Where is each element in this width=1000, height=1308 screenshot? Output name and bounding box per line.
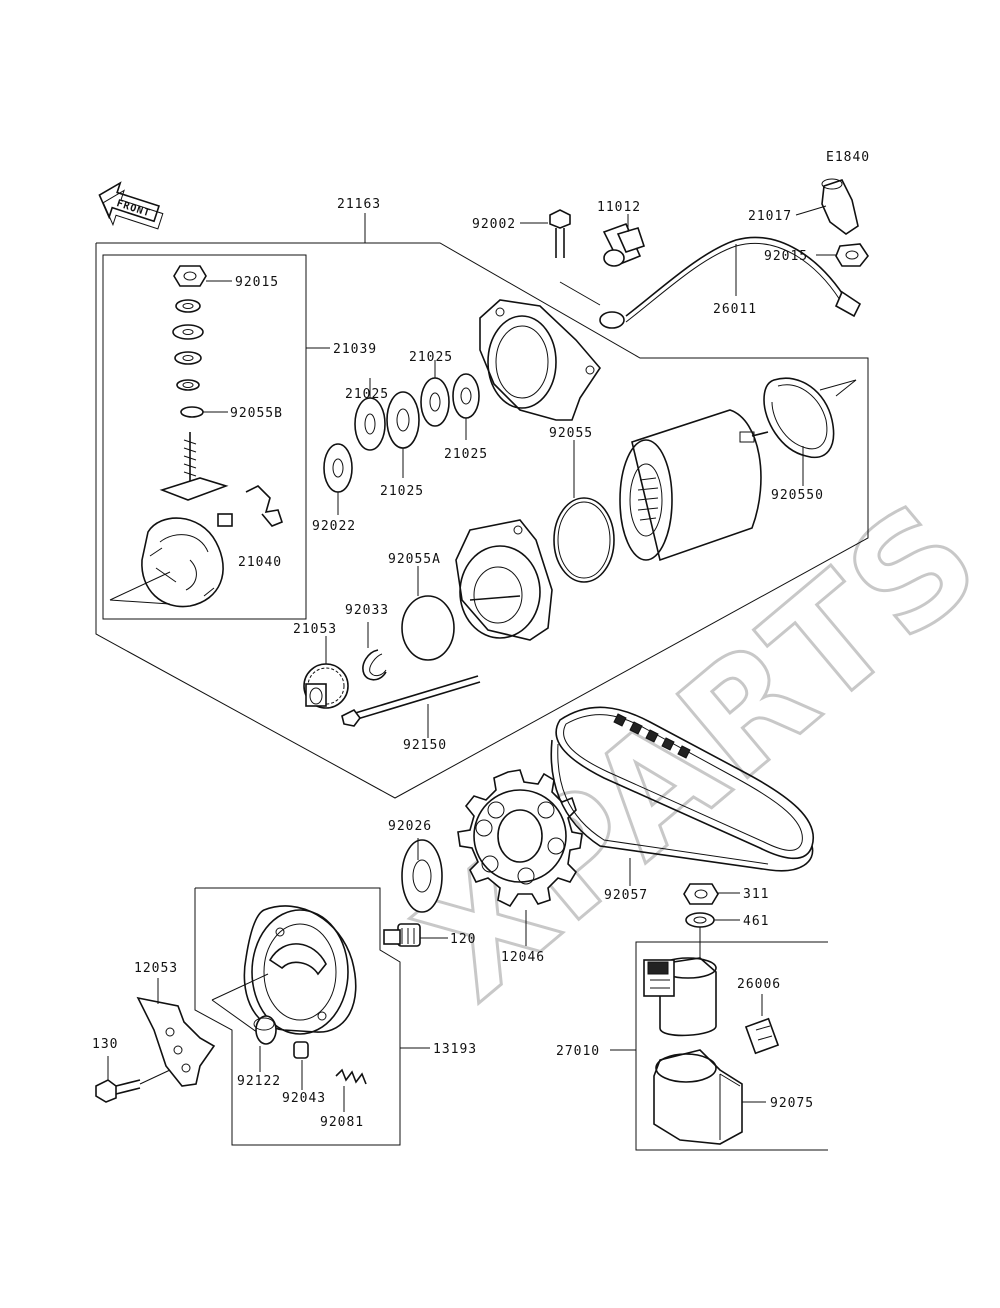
label-21025-c: 21025 xyxy=(444,447,488,462)
bracket-icon xyxy=(136,996,216,1087)
label-21025-b: 21025 xyxy=(345,387,389,402)
label-21053: 21053 xyxy=(293,622,337,637)
drive-chain-icon xyxy=(550,706,815,872)
label-92057: 92057 xyxy=(604,888,648,903)
washer-stack-icon xyxy=(172,299,204,391)
terminal-bolt-icon xyxy=(159,432,229,501)
label-26006: 26006 xyxy=(737,977,781,992)
large-o-ring-icon xyxy=(763,377,835,459)
label-26011: 26011 xyxy=(713,302,757,317)
nut-icon xyxy=(173,265,207,287)
label-12053: 12053 xyxy=(134,961,178,976)
brush-spring-icon xyxy=(217,485,283,527)
one-way-clutch-icon xyxy=(243,905,357,1035)
label-21163: 21163 xyxy=(337,197,381,212)
label-120: 120 xyxy=(450,932,476,947)
brush-plate-icon xyxy=(141,517,224,608)
flange-bolt-icon xyxy=(383,923,421,947)
label-92015: 92015 xyxy=(235,275,279,290)
front-arrow-icon: FRONT xyxy=(98,181,164,230)
o-ring-a-icon xyxy=(401,595,455,661)
label-92122: 92122 xyxy=(237,1074,281,1089)
label-92150: 92150 xyxy=(403,738,447,753)
plunger-icon xyxy=(293,1041,309,1059)
relay-cover-icon xyxy=(653,1049,743,1145)
label-21040: 21040 xyxy=(238,555,282,570)
diagram-code: E1840 xyxy=(826,150,870,165)
cable-nut-icon xyxy=(835,243,869,267)
label-92033: 92033 xyxy=(345,603,389,618)
label-92026: 92026 xyxy=(388,819,432,834)
starter-relay-icon xyxy=(643,957,717,1037)
label-461: 461 xyxy=(743,914,769,929)
label-21039: 21039 xyxy=(333,342,377,357)
label-21017: 21017 xyxy=(748,209,792,224)
starter-assembly-outline xyxy=(95,242,869,799)
label-92015-cable: 92015 xyxy=(764,249,808,264)
relay-outline xyxy=(635,941,828,1151)
spring-icon xyxy=(335,1068,367,1085)
pinion-gear-icon xyxy=(303,663,349,709)
label-92043: 92043 xyxy=(282,1091,326,1106)
hex-bolt-icon xyxy=(95,1079,141,1103)
label-21025-d: 21025 xyxy=(380,484,424,499)
label-92081: 92081 xyxy=(320,1115,364,1130)
plain-washer-icon xyxy=(685,912,715,928)
label-92055A: 92055A xyxy=(388,552,441,567)
label-12046: 12046 xyxy=(501,950,545,965)
motor-yoke-icon xyxy=(619,409,769,562)
brush-holder-outline xyxy=(102,254,307,620)
label-130: 130 xyxy=(92,1037,118,1052)
bolt-icon xyxy=(549,209,571,258)
hex-nut-icon xyxy=(683,883,719,905)
roller-icon xyxy=(253,1015,277,1045)
o-ring-small-icon xyxy=(180,406,204,418)
label-92055B: 92055B xyxy=(230,406,283,421)
label-27010: 27010 xyxy=(556,1044,600,1059)
label-92002: 92002 xyxy=(472,217,516,232)
terminal-cap-icon xyxy=(602,222,646,267)
terminal-boot-icon xyxy=(821,178,859,235)
label-13193: 13193 xyxy=(433,1042,477,1057)
circlip-icon xyxy=(362,649,387,681)
label-920550: 920550 xyxy=(771,488,824,503)
large-washer-icon xyxy=(401,839,443,913)
clutch-outline xyxy=(194,887,401,1146)
o-ring-icon xyxy=(553,497,615,583)
front-cover-icon xyxy=(455,519,553,641)
label-21025-a: 21025 xyxy=(409,350,453,365)
through-bolt-icon xyxy=(341,675,481,727)
label-311: 311 xyxy=(743,887,769,902)
label-92075: 92075 xyxy=(770,1096,814,1111)
label-92022: 92022 xyxy=(312,519,356,534)
label-11012: 11012 xyxy=(597,200,641,215)
rear-housing-icon xyxy=(479,299,602,421)
label-92055: 92055 xyxy=(549,426,593,441)
fuse-icon xyxy=(744,1017,780,1055)
